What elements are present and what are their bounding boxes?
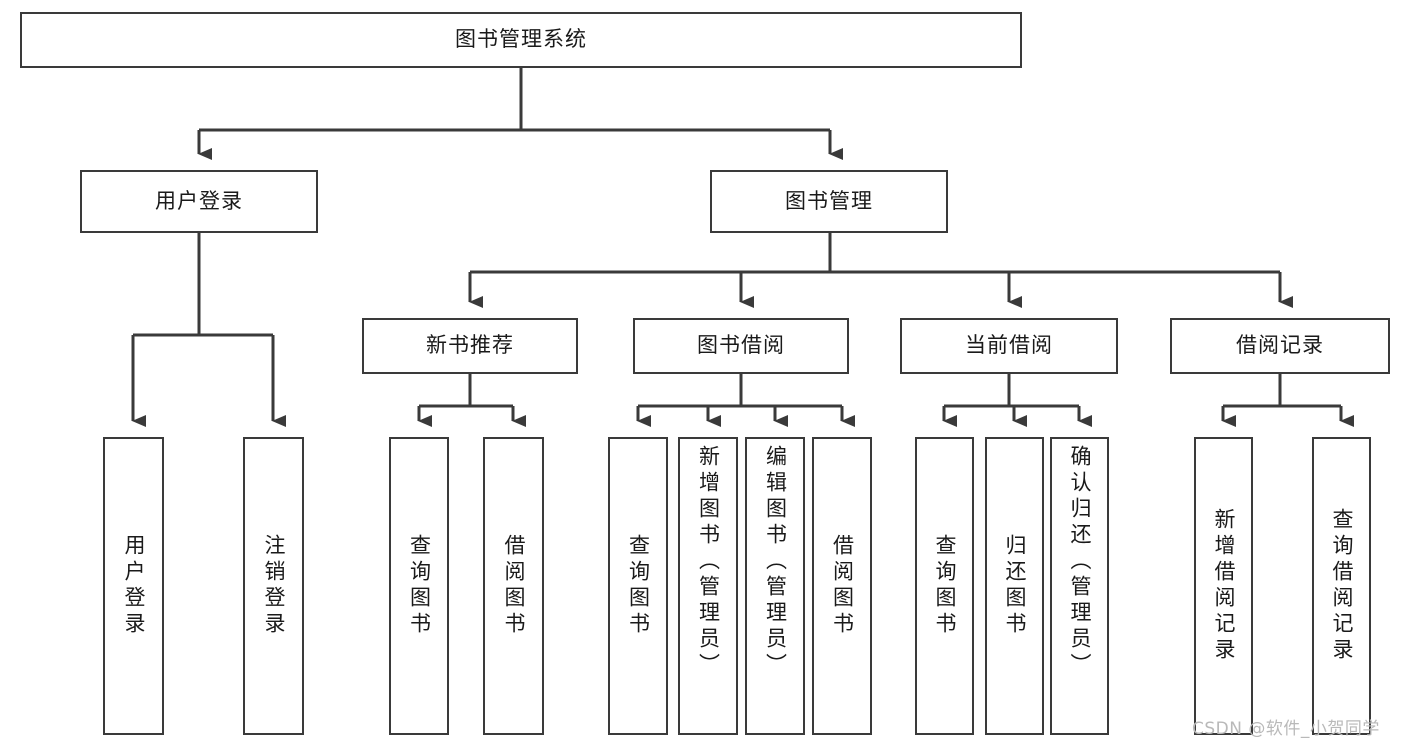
node-borrow-record[interactable]: 借阅记录 bbox=[1170, 318, 1390, 374]
leaf-query-book-recommend[interactable]: 查询图书 bbox=[389, 437, 449, 735]
node-borrow-record-label: 借阅记录 bbox=[1236, 333, 1324, 358]
leaf-return-book[interactable]: 归还图书 bbox=[985, 437, 1044, 735]
node-root[interactable]: 图书管理系统 bbox=[20, 12, 1022, 68]
leaf-add-borrow-record[interactable]: 新增借阅记录 bbox=[1194, 437, 1253, 735]
leaf-add-book-admin-label: 新增图书（管理员） bbox=[696, 445, 721, 679]
leaf-borrow-book-label: 借阅图书 bbox=[830, 534, 855, 638]
leaf-query-borrow-record-label: 查询借阅记录 bbox=[1330, 508, 1354, 664]
leaf-query-book-borrow[interactable]: 查询图书 bbox=[608, 437, 668, 735]
node-user-login[interactable]: 用户登录 bbox=[80, 170, 318, 233]
leaf-query-borrow-record[interactable]: 查询借阅记录 bbox=[1312, 437, 1371, 735]
leaf-query-book-borrow-label: 查询图书 bbox=[626, 534, 651, 638]
leaf-query-book-recommend-label: 查询图书 bbox=[407, 534, 432, 638]
leaf-borrow-book-recommend[interactable]: 借阅图书 bbox=[483, 437, 544, 735]
node-book-borrow-label: 图书借阅 bbox=[697, 333, 785, 358]
node-current-borrow[interactable]: 当前借阅 bbox=[900, 318, 1118, 374]
node-book-management-label: 图书管理 bbox=[785, 188, 873, 213]
leaf-query-book-current-label: 查询图书 bbox=[933, 534, 957, 638]
node-book-borrow[interactable]: 图书借阅 bbox=[633, 318, 849, 374]
leaf-user-login-label: 用户登录 bbox=[122, 534, 146, 638]
node-new-book-recommend-label: 新书推荐 bbox=[426, 333, 514, 358]
csdn-watermark: CSDN @软件_小贺同学 bbox=[1192, 719, 1380, 739]
leaf-confirm-return-admin-label: 确认归还（管理员） bbox=[1068, 445, 1092, 679]
leaf-edit-book-admin-label: 编辑图书（管理员） bbox=[763, 445, 788, 679]
leaf-borrow-book[interactable]: 借阅图书 bbox=[812, 437, 872, 735]
leaf-user-logout[interactable]: 注销登录 bbox=[243, 437, 304, 735]
leaf-add-book-admin[interactable]: 新增图书（管理员） bbox=[678, 437, 738, 735]
node-current-borrow-label: 当前借阅 bbox=[965, 333, 1053, 358]
node-new-book-recommend[interactable]: 新书推荐 bbox=[362, 318, 578, 374]
leaf-borrow-book-recommend-label: 借阅图书 bbox=[502, 534, 526, 638]
leaf-add-borrow-record-label: 新增借阅记录 bbox=[1212, 508, 1236, 664]
leaf-edit-book-admin[interactable]: 编辑图书（管理员） bbox=[745, 437, 805, 735]
node-user-login-label: 用户登录 bbox=[155, 188, 243, 213]
node-root-label: 图书管理系统 bbox=[455, 27, 587, 52]
leaf-user-logout-label: 注销登录 bbox=[262, 534, 286, 638]
leaf-user-login[interactable]: 用户登录 bbox=[103, 437, 164, 735]
leaf-return-book-label: 归还图书 bbox=[1003, 534, 1027, 638]
leaf-confirm-return-admin[interactable]: 确认归还（管理员） bbox=[1050, 437, 1109, 735]
leaf-query-book-current[interactable]: 查询图书 bbox=[915, 437, 974, 735]
node-book-management[interactable]: 图书管理 bbox=[710, 170, 948, 233]
